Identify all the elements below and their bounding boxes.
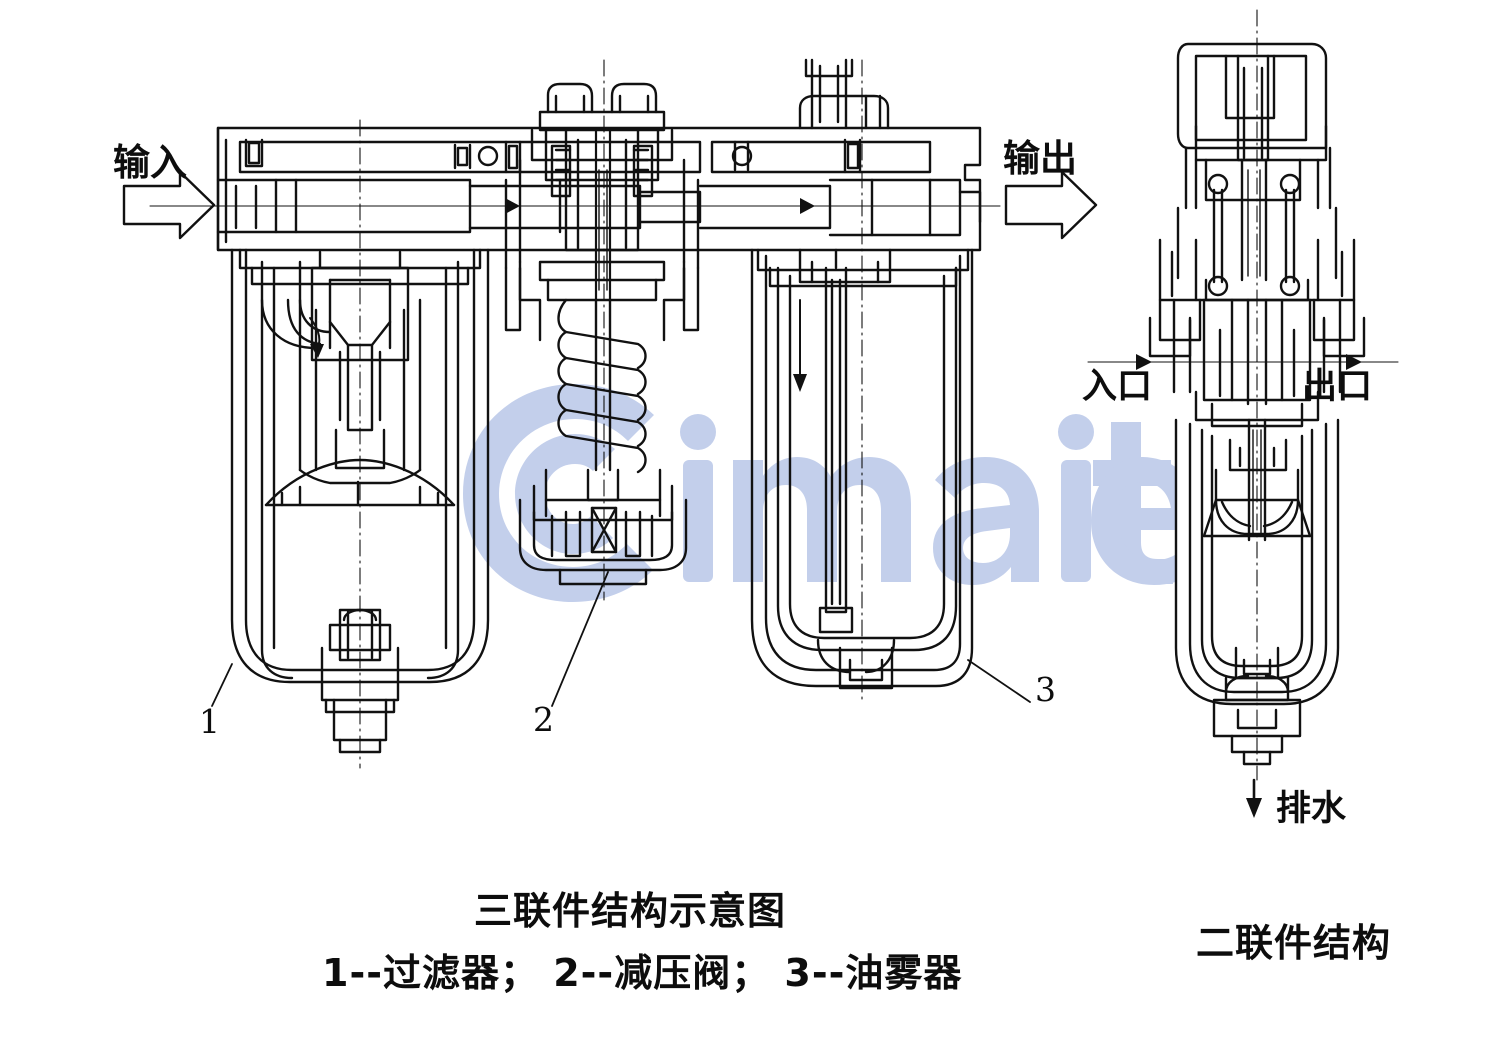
label-input: 输入 bbox=[113, 141, 187, 184]
caption-three-unit-legend: 1--过滤器； 2--减压阀； 3--油雾器 bbox=[322, 951, 963, 995]
label-output: 输出 bbox=[1003, 137, 1077, 180]
label-drain: 排水 bbox=[1276, 789, 1347, 829]
label-outlet: 出口 bbox=[1302, 367, 1373, 407]
callout-1: 1 bbox=[199, 702, 220, 741]
callout-3: 3 bbox=[1035, 670, 1056, 709]
callout-2: 2 bbox=[533, 700, 554, 739]
label-inlet: 入口 bbox=[1082, 367, 1153, 407]
caption-three-unit-title: 三联件结构示意图 bbox=[474, 889, 787, 933]
caption-two-unit-title: 二联件结构 bbox=[1196, 921, 1392, 965]
